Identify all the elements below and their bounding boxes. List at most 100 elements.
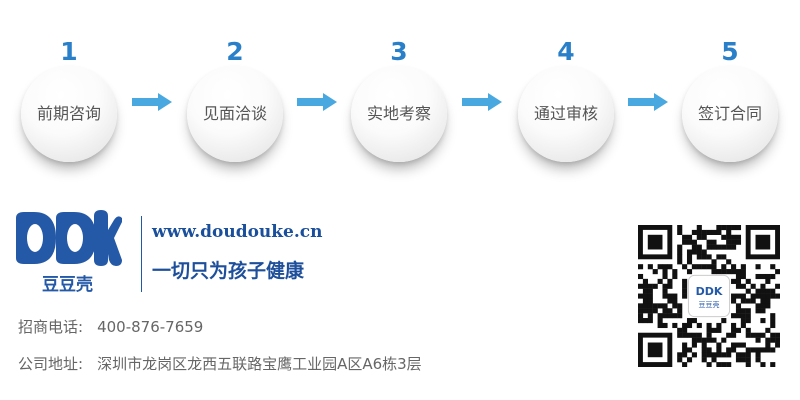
address-line: 公司地址:深圳市龙岗区龙西五联路宝鹰工业园A区A6栋3层 (18, 353, 422, 374)
qr-module (686, 357, 693, 363)
qr-module (765, 347, 771, 353)
qr-module (740, 352, 746, 358)
qr-module (735, 239, 742, 245)
qr-module (696, 337, 702, 343)
qr-module (677, 313, 683, 319)
qr-module (745, 278, 751, 284)
qr-module (721, 352, 727, 358)
qr-module (696, 332, 702, 338)
qr-module (696, 229, 702, 235)
qr-module (745, 313, 751, 319)
qr-module (638, 308, 644, 314)
qr-module (745, 308, 751, 314)
qr-module (686, 249, 693, 255)
qr-module (711, 239, 717, 245)
qr-module (672, 313, 678, 319)
qr-module (696, 249, 702, 255)
qr-module (672, 298, 678, 304)
qr-module (696, 264, 702, 270)
qr-module (760, 318, 766, 324)
step-number: 3 (390, 37, 408, 66)
qr-module (731, 327, 737, 333)
qr-module (765, 342, 771, 348)
qr-module (706, 244, 712, 250)
qr-module (735, 357, 742, 363)
qr-module (731, 342, 737, 348)
qr-module (642, 288, 648, 294)
qr-module (740, 298, 746, 304)
qr-module (745, 327, 751, 333)
logo-text-cn: 豆豆壳 (42, 274, 93, 295)
qr-module (711, 229, 717, 235)
qr-module (721, 225, 727, 231)
address-label: 公司地址: (18, 355, 84, 373)
qr-module (735, 303, 742, 309)
qr-module (726, 239, 732, 245)
qr-module (667, 264, 673, 270)
qr-module (682, 362, 688, 367)
qr-module (696, 225, 702, 231)
qr-module (740, 283, 746, 289)
phone-label: 招商电话: (18, 318, 84, 336)
qr-module (765, 298, 771, 304)
step-2: 2 见面洽谈 (180, 38, 290, 162)
qr-module (711, 259, 717, 265)
qr-module (765, 337, 771, 343)
qr-module (682, 347, 688, 353)
qr-module (647, 283, 653, 289)
qr-module (691, 318, 697, 324)
qr-module (701, 337, 707, 343)
qr-logo-text: DDK (696, 285, 723, 298)
qr-module (711, 244, 717, 250)
qr-module (721, 362, 727, 367)
qr-module (755, 273, 761, 280)
qr-module (647, 308, 653, 314)
qr-module (667, 298, 673, 304)
qr-module (701, 254, 707, 260)
website-url[interactable]: www.doudouke.cn (152, 222, 323, 242)
qr-module (662, 293, 668, 299)
qr-module (755, 308, 761, 314)
qr-module (731, 278, 737, 284)
qr-finder (755, 234, 771, 250)
qr-module (647, 318, 653, 324)
qr-module (677, 259, 683, 265)
qr-module (770, 362, 776, 367)
qr-module (652, 308, 658, 314)
qr-module (726, 269, 732, 275)
qr-module (765, 327, 771, 333)
qr-module (652, 269, 658, 275)
qr-module (638, 313, 644, 319)
qr-module (662, 283, 668, 289)
qr-module (760, 308, 766, 314)
qr-module (770, 288, 776, 294)
qr-module (691, 249, 697, 255)
qr-module (691, 352, 697, 358)
qr-module (775, 337, 780, 343)
step-label: 前期咨询 (36, 104, 101, 123)
qr-module (677, 327, 683, 333)
qr-module (735, 342, 742, 348)
qr-module (647, 303, 653, 309)
qr-module (755, 357, 761, 363)
qr-module (667, 293, 673, 299)
qr-module (760, 303, 766, 309)
step-label: 见面洽谈 (202, 104, 267, 123)
qr-module (750, 347, 756, 353)
qr-module (726, 362, 732, 367)
qr-module (662, 288, 668, 294)
qr-module (745, 332, 751, 338)
qr-module (686, 239, 693, 245)
brand-divider (141, 216, 142, 292)
qr-module (770, 322, 776, 329)
qr-module (735, 293, 742, 299)
qr-module (765, 303, 771, 309)
qr-module (696, 322, 702, 329)
qr-module (735, 278, 742, 284)
qr-module (765, 278, 771, 284)
qr-module (677, 249, 683, 255)
qr-module (760, 347, 766, 353)
qr-module (706, 337, 712, 343)
qr-module (731, 269, 737, 275)
qr-module (750, 332, 756, 338)
